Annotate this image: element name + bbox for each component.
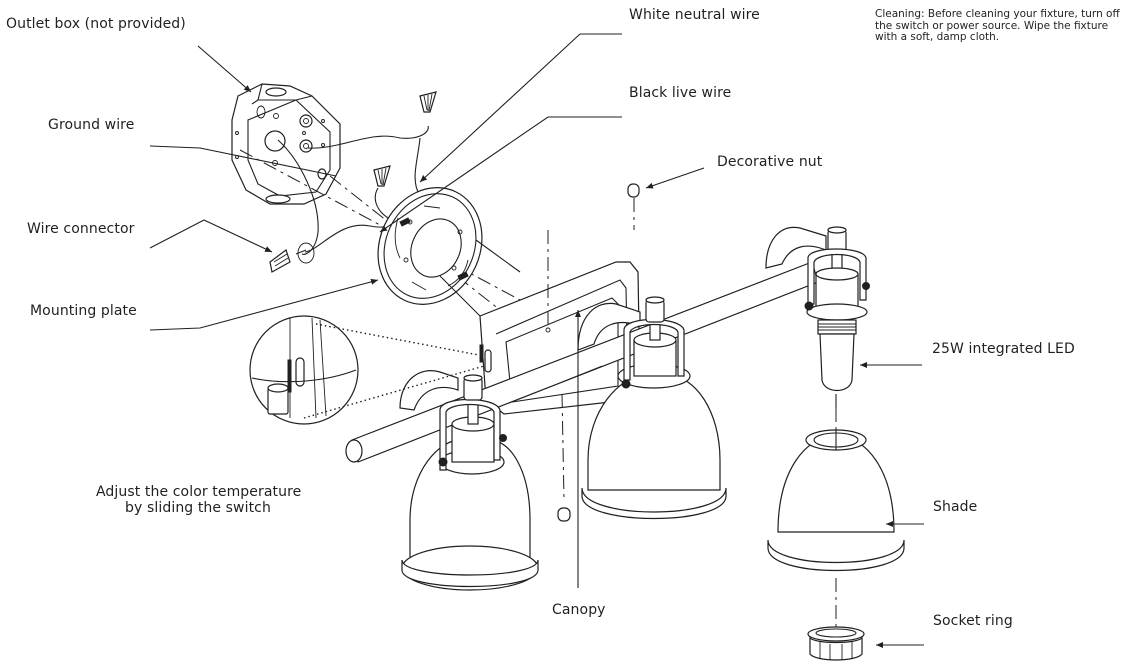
mounting-plate — [377, 187, 483, 305]
leader-lines — [149, 33, 924, 648]
shade-middle — [581, 296, 727, 520]
shade-right-exploded — [767, 226, 905, 661]
label-canopy: Canopy — [552, 602, 606, 618]
label-wire-connector: Wire connector — [27, 221, 135, 237]
label-white-neutral-wire: White neutral wire — [629, 7, 760, 23]
label-color-temperature: Adjust the color temperature by sliding … — [96, 484, 302, 516]
wiring — [239, 91, 521, 311]
outlet-box — [231, 83, 341, 205]
label-decorative-nut: Decorative nut — [717, 154, 823, 170]
color-temp-line-2: by sliding the switch — [125, 500, 271, 516]
cleaning-note: Cleaning: Before cleaning your fixture, … — [875, 8, 1120, 43]
label-socket-ring: Socket ring — [933, 613, 1013, 629]
label-shade: Shade — [933, 499, 978, 515]
label-ground-wire: Ground wire — [48, 117, 135, 133]
decorative-nuts — [547, 183, 640, 522]
switch-detail-magnifier — [249, 315, 485, 425]
label-integrated-led: 25W integrated LED — [932, 341, 1075, 357]
label-black-live-wire: Black live wire — [629, 85, 732, 101]
shade-left — [401, 374, 539, 591]
label-mounting-plate: Mounting plate — [30, 303, 137, 319]
label-outlet-box: Outlet box (not provided) — [6, 16, 186, 32]
color-temp-line-1: Adjust the color temperature — [96, 484, 302, 500]
